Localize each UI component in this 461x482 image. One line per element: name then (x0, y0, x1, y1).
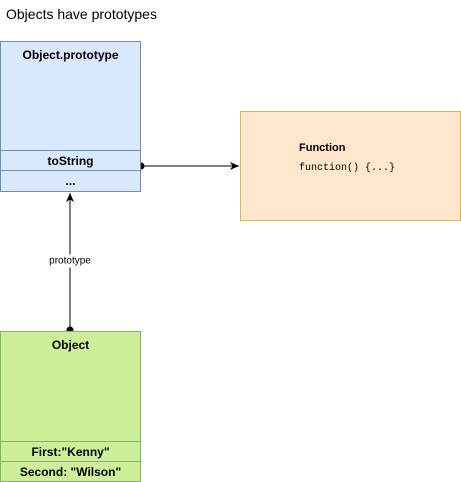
function-title: Function (299, 142, 346, 154)
edge-prototype-label: prototype (48, 254, 92, 268)
object-row-first[interactable]: First:"Kenny" (1, 441, 140, 461)
function-box[interactable]: Function function() {...} (240, 111, 461, 221)
edge-tostring-to-function (137, 162, 239, 170)
function-code: function() {...} (299, 163, 396, 174)
diagram-title: Objects have prototypes (6, 6, 157, 22)
object-box[interactable]: Object First:"Kenny" Second: "Wilson" (0, 331, 141, 482)
prototype-row-tostring[interactable]: toString (1, 150, 140, 170)
object-title: Object (51, 338, 90, 352)
prototype-row-ellipsis[interactable]: ... (1, 170, 140, 191)
object-row-second[interactable]: Second: "Wilson" (1, 461, 140, 481)
object-prototype-title: Object.prototype (22, 48, 119, 62)
object-prototype-box[interactable]: Object.prototype toString ... (0, 41, 141, 192)
